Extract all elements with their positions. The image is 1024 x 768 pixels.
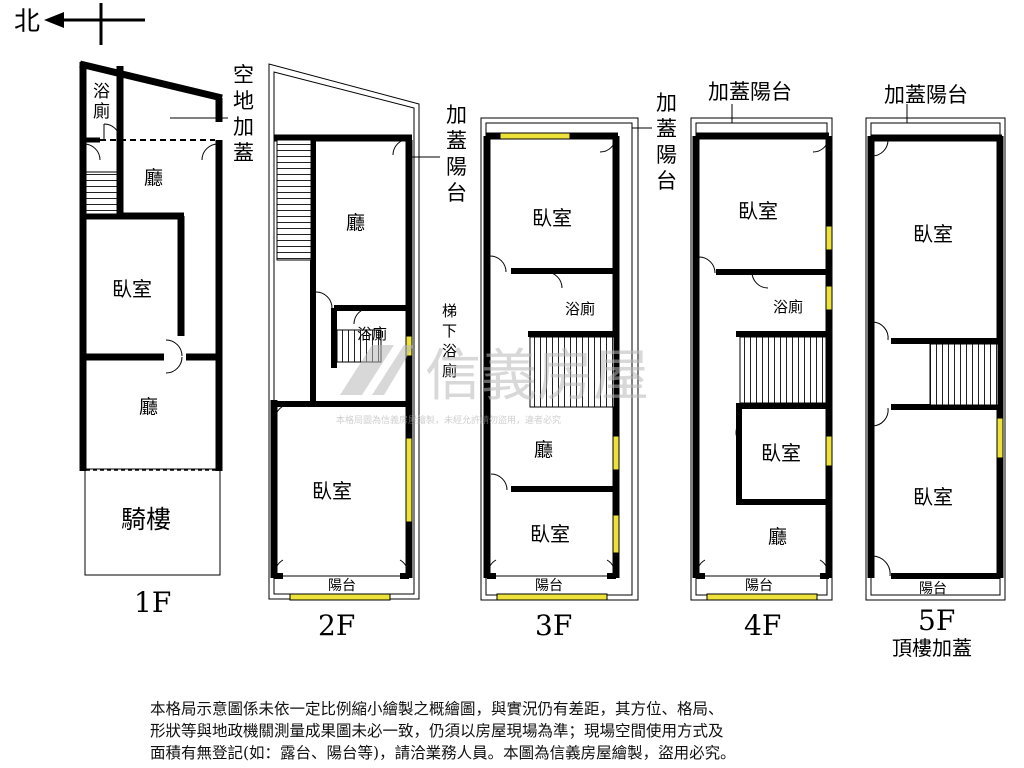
stairs [929,343,999,406]
floor-label: 4F [744,609,781,642]
room-label: 騎樓 [121,505,171,534]
room-label: 浴廁 [357,325,387,343]
arrow-left-icon [44,12,64,28]
window [825,285,833,311]
room-label: 浴 [93,82,110,102]
floor-3f-labels: 臥室 浴廁 廳 臥室 陽台 3F 加 蓋 陽 台 [530,91,677,642]
watermark-brand: 信義房屋 [425,344,649,409]
north-compass: 北 [14,3,145,45]
room-label: 廁 [93,101,110,122]
stairs [529,336,615,408]
extension-note: 加蓋陽台 [884,83,968,107]
room-label: 陽台 [328,578,356,594]
extension-note: 陽 [656,143,677,167]
room-label: 浴廁 [773,298,803,316]
disclaimer-line: 面積有無登記(如：露台、陽台等)，請洽業務人員。本圖為信義房屋繪製，盜用必究。 [150,744,736,762]
disclaimer-line: 本格局示意圖係未依一定比例縮小繪製之概繪圖，與實況仍有差距，其方位、格局、 [150,700,724,718]
extension-note: 地 [233,89,254,113]
disclaimer: 本格局示意圖係未依一定比例縮小繪製之概繪圖，與實況仍有差距，其方位、格局、 形狀… [150,698,910,764]
stair-bath-note: 廁 [442,362,457,380]
window [825,225,833,251]
disclaimer-line: 形狀等與地政機關測量成果圖未必一致，仍須以房屋現場為準；現場空間使用方式及 [150,722,724,740]
floor-4f-labels: 加蓋陽台 臥室 浴廁 臥室 廳 陽台 4F [708,80,803,642]
extension-note: 陽 [446,155,467,179]
room-label: 廳 [768,526,787,548]
window [289,593,391,601]
room-label: 臥室 [913,222,953,246]
stairs [739,336,827,404]
window [612,514,620,554]
extension-note: 蓋 [446,129,467,153]
floor-label: 1F [134,586,171,619]
floor-label: 3F [535,609,572,642]
room-label: 臥室 [312,479,352,503]
room-label: 臥室 [532,206,572,230]
window [706,593,818,601]
stairs [85,171,118,215]
arcade-outline [84,468,221,576]
watermark-notice: 本格局圖為信義房屋繪製，未經允許請勿盜用，違者必究 [336,414,561,426]
room-label: 陽台 [535,578,563,594]
extension-note: 加 [233,115,254,139]
floor-sublabel: 頂樓加蓋 [892,636,972,660]
extension-note: 蓋 [656,117,677,141]
floor-3f-plan [480,117,652,601]
stairs [276,139,312,261]
window [996,417,1004,459]
window [499,132,571,140]
stair-bath-note: 浴 [442,342,457,360]
extension-note: 台 [656,169,677,193]
room-label: 陽台 [745,578,773,594]
stair-bath-note: 梯 [442,302,457,320]
brand-logo-icon [340,345,414,395]
extension-note: 加蓋陽台 [708,80,792,104]
room-label: 臥室 [112,277,152,301]
room-label: 陽台 [919,581,947,597]
extension-note: 空 [233,63,254,87]
room-label: 臥室 [530,522,570,546]
window [612,435,620,471]
stair-bath-note: 下 [442,322,457,340]
room-label: 廳 [346,212,365,234]
extension-note: 加 [446,103,467,127]
room-label: 廳 [534,439,553,461]
floor-5f-plan [865,104,1006,601]
room-label: 廳 [144,167,163,189]
window [405,437,413,523]
window [496,593,608,601]
room-label: 臥室 [761,441,801,465]
floor-1f-plan [79,60,223,576]
floor-5f-labels: 加蓋陽台 臥室 臥室 陽台 5F 頂樓加蓋 [884,83,972,660]
watermark: 信義房屋 本格局圖為信義房屋繪製，未經允許請勿盜用，違者必究 [336,344,649,426]
floor-2f-labels: 廳 浴廁 臥室 陽台 2F 加 蓋 陽 台 梯 下 浴 廁 [312,103,467,642]
floor-2f-plan [268,63,440,601]
floor-label: 2F [318,609,355,642]
extension-note: 台 [446,181,467,205]
floor-plan-diagram: 北 浴 廁 廳 臥室 廳 騎樓 1F [14,3,1006,660]
floor-label: 5F [918,604,955,637]
window [825,435,833,467]
floor-4f-plan [690,104,833,601]
room-label: 浴廁 [565,300,595,318]
north-label: 北 [14,7,40,37]
floor-1f-labels: 浴 廁 廳 臥室 廳 騎樓 1F 空 地 加 蓋 [93,63,254,619]
room-label: 臥室 [738,199,778,223]
room-label: 廳 [139,396,158,418]
extension-note: 蓋 [233,141,254,165]
extension-note: 加 [656,91,677,115]
room-label: 臥室 [913,485,953,509]
